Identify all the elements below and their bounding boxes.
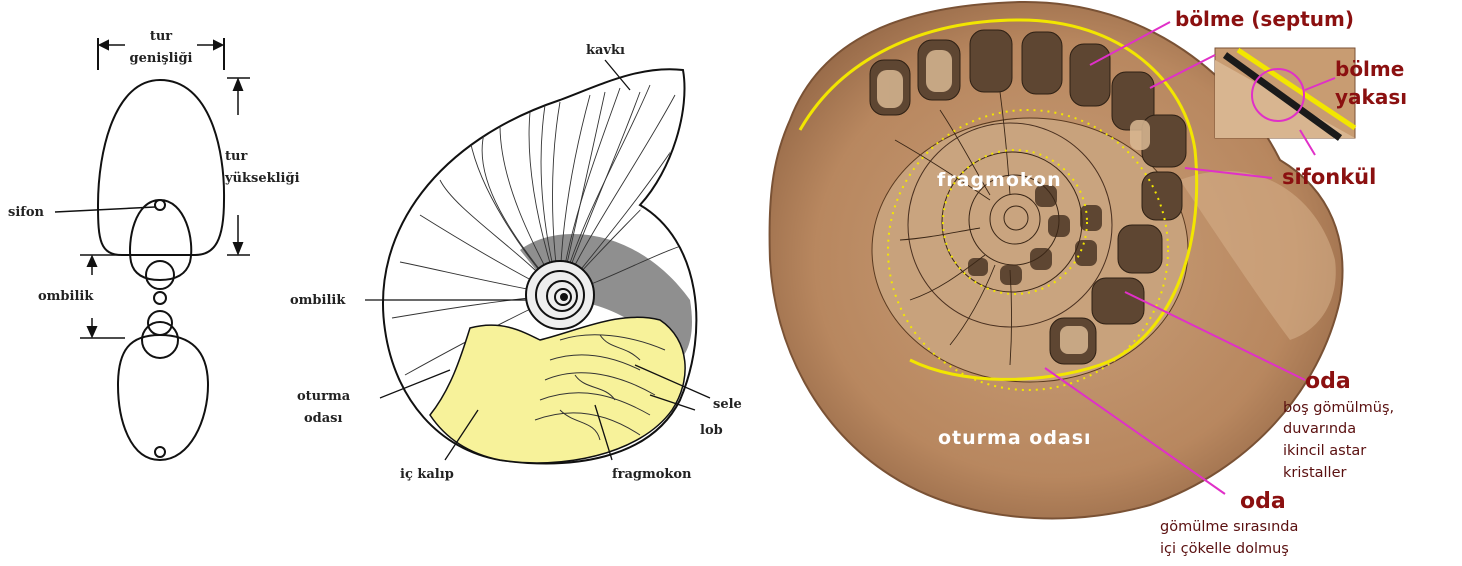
lower-whorl-outline: [118, 335, 208, 460]
label-bolme-yakasi-2: yakası: [1335, 85, 1407, 109]
label-lob: lob: [700, 423, 723, 438]
outer-whorl-outline: [98, 80, 224, 255]
label-ombilik: ombilik: [38, 289, 94, 304]
label-bolme-yakasi-1: bölme: [1335, 57, 1404, 81]
label-oturma-1: oturma: [297, 389, 351, 404]
umbilicus-spiral: [526, 261, 594, 329]
label-bolme-septum: bölme (septum): [1175, 7, 1354, 31]
label-tur-yuksekligi-1: tur: [225, 149, 247, 164]
label-oda-1-desc-2: duvarında: [1283, 421, 1356, 437]
label-ic-kalip: iç kalıp: [400, 467, 454, 482]
label-tur-genisligi-1: tur: [150, 29, 172, 44]
septa-chambers: [870, 30, 1188, 382]
label-sele: sele: [713, 397, 742, 412]
shell-drawing-diagram: kavkı ombilik oturma odası iç kalıp frag…: [280, 0, 760, 566]
label-oda-1-desc-3: ikincil astar: [1283, 443, 1366, 459]
label-sifonkul: sifonkül: [1282, 165, 1376, 189]
label-oda-2-desc-1: gömülme sırasında: [1160, 519, 1298, 535]
fossil-photo-diagram: bölme (septum) bölme yakası sifonkül fra…: [760, 0, 1462, 566]
label-oturma-odasi-photo: oturma odası: [938, 427, 1092, 449]
label-oda-1: oda: [1305, 369, 1351, 394]
label-fragmokon-photo: fragmokon: [937, 169, 1062, 191]
label-oda-1-desc-1: boş gömülmüş,: [1283, 400, 1394, 416]
label-kavki: kavkı: [586, 43, 625, 58]
label-oda-2: oda: [1240, 489, 1286, 514]
label-oturma-2: odası: [304, 411, 343, 426]
label-tur-genisligi-2: genişliği: [130, 51, 193, 66]
septal-neck-inset: [1215, 48, 1355, 138]
label-sifon: sifon: [8, 205, 45, 220]
inner-whorl-outline: [130, 200, 191, 280]
label-oda-1-desc-4: kristaller: [1283, 465, 1346, 481]
label-fragmokon-shell: fragmokon: [612, 467, 692, 482]
label-ombilik-shell: ombilik: [290, 293, 346, 308]
label-oda-2-desc-2: içi çökelle dolmuş: [1160, 541, 1289, 557]
